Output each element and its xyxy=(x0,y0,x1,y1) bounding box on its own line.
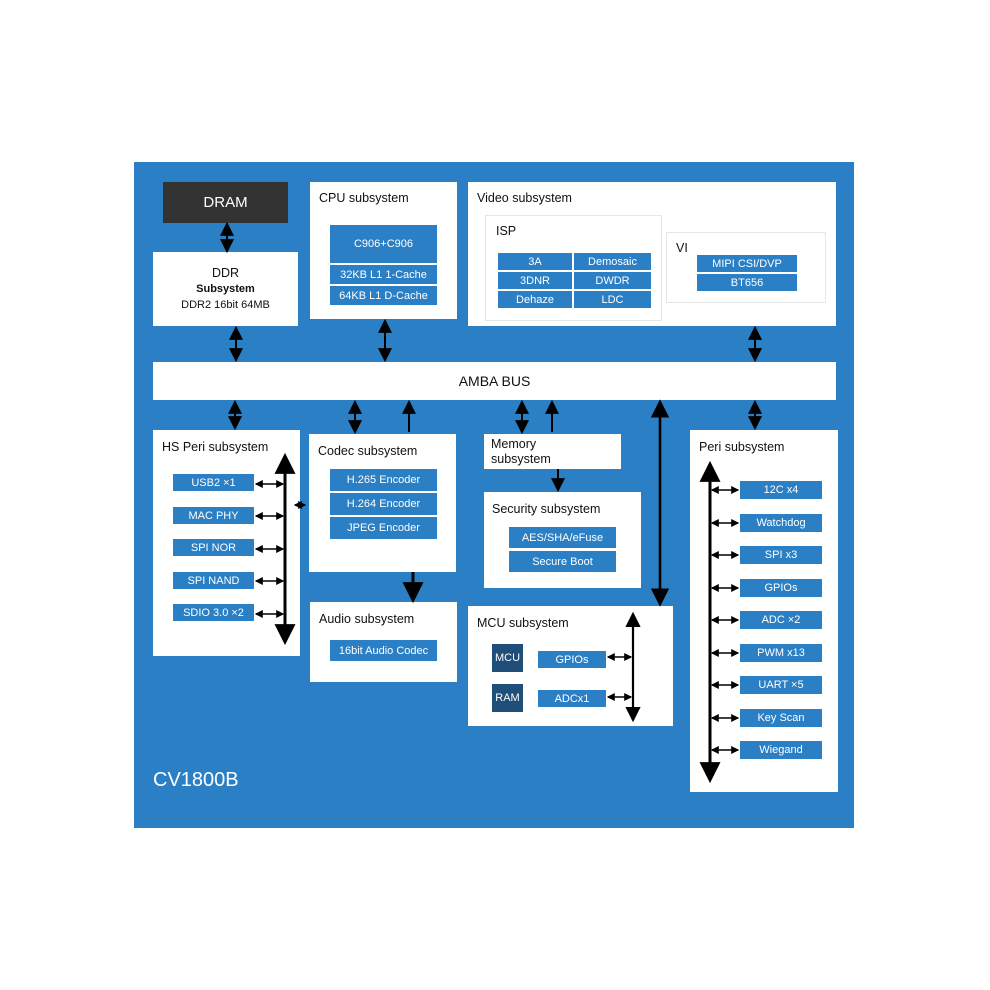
vi-bt656-chip: BT656 xyxy=(697,274,797,291)
isp-dwdr-chip: DWDR xyxy=(574,272,651,289)
ddr-detail: DDR2 16bit 64MB xyxy=(181,299,270,311)
peri-pwm-chip: PWM x13 xyxy=(740,644,822,662)
peri-gpios-chip: GPIOs xyxy=(740,579,822,597)
security-aes-chip: AES/SHA/eFuse xyxy=(509,527,616,548)
video-title: Video subsystem xyxy=(477,191,572,205)
memory-subsystem-panel: Memory subsystem xyxy=(484,434,621,469)
video-subsystem-panel: Video subsystem ISP 3A Demosaic 3DNR DWD… xyxy=(468,182,836,326)
ddr-subsystem-panel: DDR Subsystem DDR2 16bit 64MB xyxy=(153,252,298,326)
hs-spinand-chip: SPI NAND xyxy=(173,572,254,589)
cpu-icache-chip: 32KB L1 1-Cache xyxy=(330,265,437,284)
hs-peri-subsystem-panel: HS Peri subsystem USB2 ×1 MAC PHY SPI NO… xyxy=(153,430,300,656)
mcu-title: MCU subsystem xyxy=(477,616,569,630)
peri-adc-chip: ADC ×2 xyxy=(740,611,822,629)
security-boot-chip: Secure Boot xyxy=(509,551,616,572)
amba-bus: AMBA BUS xyxy=(153,362,836,400)
peri-watchdog-chip: Watchdog xyxy=(740,514,822,532)
vi-panel: VI MIPI CSI/DVP BT656 xyxy=(666,232,826,303)
codec-title: Codec subsystem xyxy=(318,444,418,458)
mcu-ram-chip: RAM xyxy=(492,684,523,712)
audio-codec-chip: 16bit Audio Codec xyxy=(330,640,437,661)
peri-wiegand-chip: Wiegand xyxy=(740,741,822,759)
codec-h265-chip: H.265 Encoder xyxy=(330,469,437,491)
codec-jpeg-chip: JPEG Encoder xyxy=(330,517,437,539)
audio-subsystem-panel: Audio subsystem 16bit Audio Codec xyxy=(310,602,457,682)
dram-block: DRAM xyxy=(163,182,288,223)
memory-title: Memory subsystem xyxy=(491,437,551,466)
dram-label: DRAM xyxy=(203,194,248,211)
isp-3a-chip: 3A xyxy=(498,253,572,270)
isp-panel: ISP 3A Demosaic 3DNR DWDR Dehaze LDC xyxy=(485,215,662,321)
hs-spinor-chip: SPI NOR xyxy=(173,539,254,556)
isp-demosaic-chip: Demosaic xyxy=(574,253,651,270)
mcu-adc-chip: ADCx1 xyxy=(538,690,606,707)
mcu-subsystem-panel: MCU subsystem MCU RAM GPIOs ADCx1 xyxy=(468,606,673,726)
codec-subsystem-panel: Codec subsystem H.265 Encoder H.264 Enco… xyxy=(309,434,456,572)
amba-label: AMBA BUS xyxy=(458,373,531,389)
isp-ldc-chip: LDC xyxy=(574,291,651,308)
peri-spi-chip: SPI x3 xyxy=(740,546,822,564)
ddr-title: DDR xyxy=(211,266,240,280)
security-title: Security subsystem xyxy=(492,502,601,516)
isp-title: ISP xyxy=(496,224,517,238)
peri-keyscan-chip: Key Scan xyxy=(740,709,822,727)
ddr-subtitle: Subsystem xyxy=(196,283,255,295)
hs-usb-chip: USB2 ×1 xyxy=(173,474,254,491)
cpu-title: CPU subsystem xyxy=(319,191,409,205)
vi-mipi-chip: MIPI CSI/DVP xyxy=(697,255,797,272)
peri-uart-chip: UART ×5 xyxy=(740,676,822,694)
codec-h264-chip: H.264 Encoder xyxy=(330,493,437,515)
mcu-gpios-chip: GPIOs xyxy=(538,651,606,668)
peri-i2c-chip: 12C x4 xyxy=(740,481,822,499)
peri-title: Peri subsystem xyxy=(699,440,785,454)
hs-mac-chip: MAC PHY xyxy=(173,507,254,524)
peri-subsystem-panel: Peri subsystem 12C x4 Watchdog SPI x3 GP… xyxy=(690,430,838,792)
cv1800b-block-diagram: DRAM DDR Subsystem DDR2 16bit 64MB CPU s… xyxy=(134,162,854,828)
audio-title: Audio subsystem xyxy=(319,612,415,626)
cpu-dcache-chip: 64KB L1 D-Cache xyxy=(330,286,437,305)
hs-sdio-chip: SDIO 3.0 ×2 xyxy=(173,604,254,621)
chip-name-label: CV1800B xyxy=(153,769,239,791)
hs-peri-title: HS Peri subsystem xyxy=(162,440,269,454)
cpu-core-chip: C906+C906 xyxy=(330,225,437,263)
cpu-subsystem-panel: CPU subsystem C906+C906 32KB L1 1-Cache … xyxy=(310,182,457,319)
mcu-core-chip: MCU xyxy=(492,644,523,672)
security-subsystem-panel: Security subsystem AES/SHA/eFuse Secure … xyxy=(484,492,641,588)
isp-dehaze-chip: Dehaze xyxy=(498,291,572,308)
isp-3dnr-chip: 3DNR xyxy=(498,272,572,289)
vi-title: VI xyxy=(676,241,688,255)
